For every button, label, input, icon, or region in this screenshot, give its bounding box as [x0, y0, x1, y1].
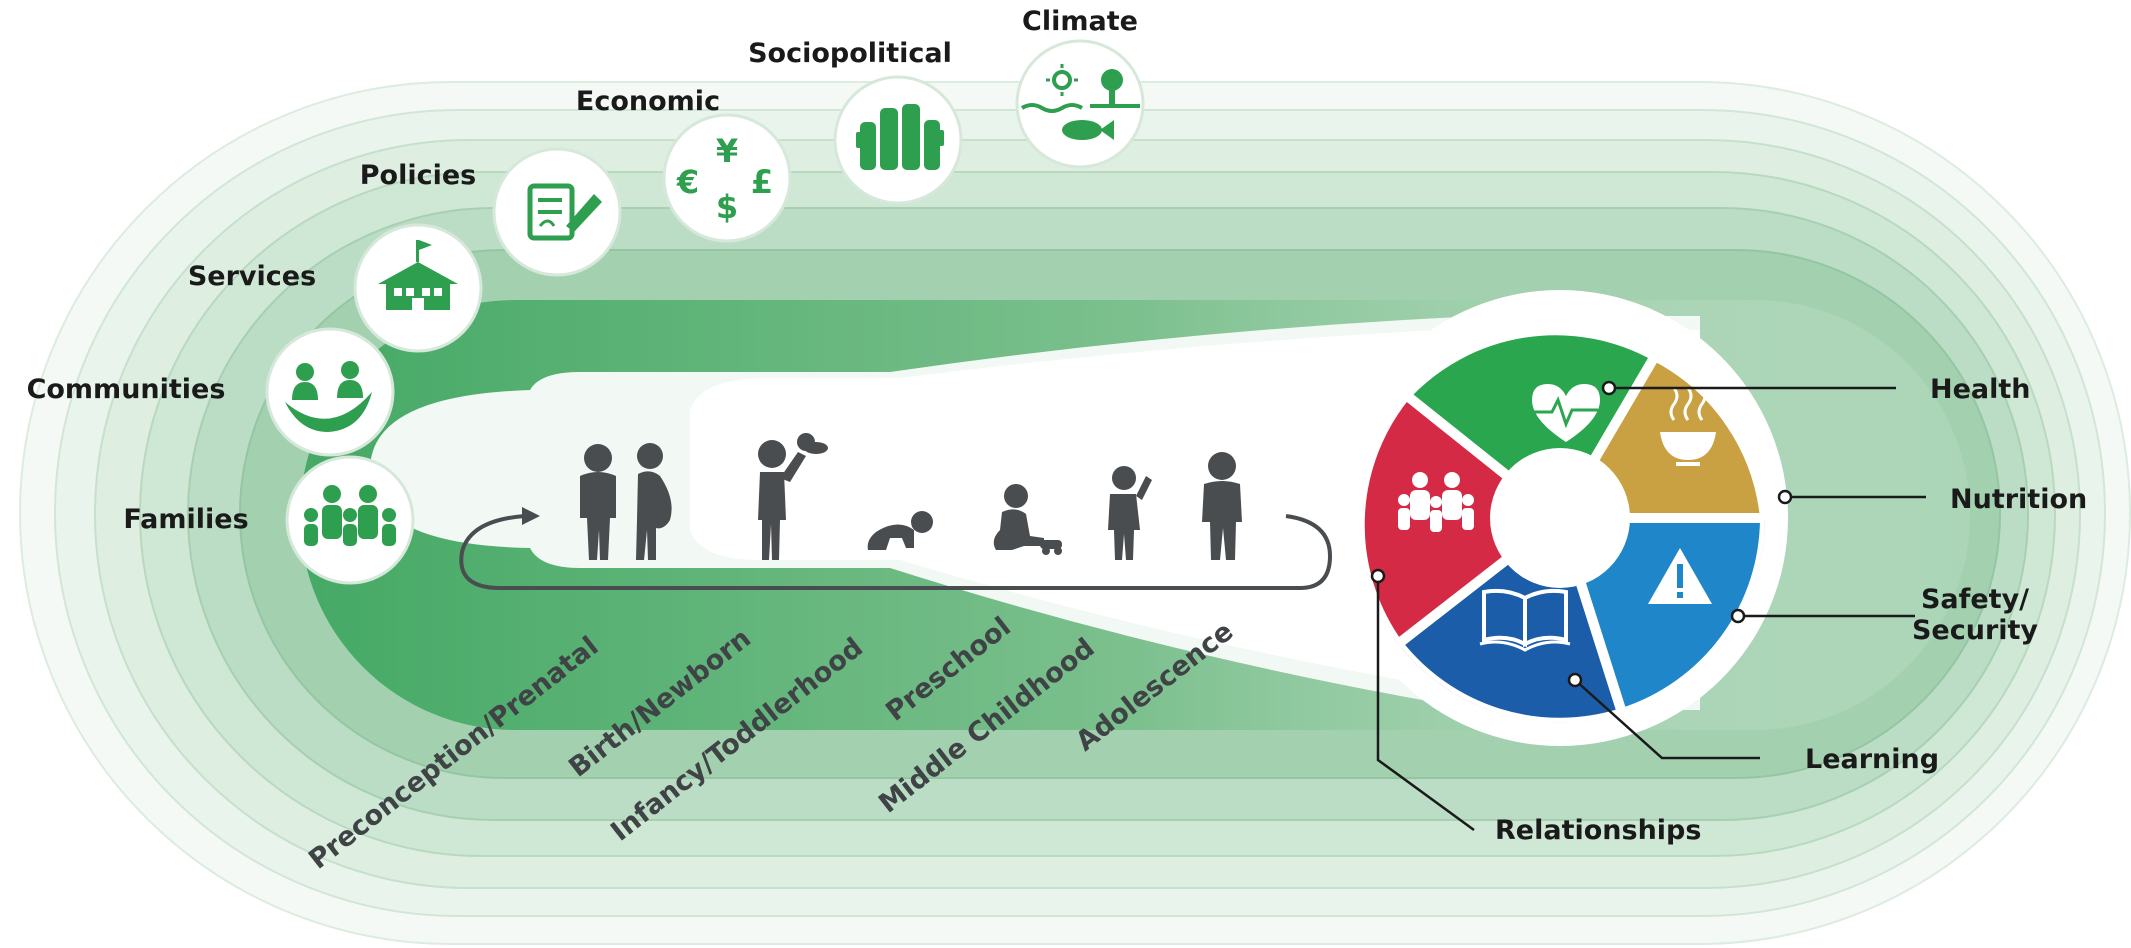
school-building-icon: [353, 223, 483, 353]
domain-wheel: [1332, 290, 1788, 746]
domain-label-learning: Learning: [1805, 744, 1939, 775]
preschooler-figure: [993, 484, 1062, 555]
warning-icon: [1648, 548, 1712, 604]
callout-dot-safety: [1730, 608, 1746, 624]
heart-monitor-icon: [1532, 384, 1600, 442]
level-label-families: Families: [123, 504, 248, 535]
domain-label-nutrition: Nutrition: [1950, 484, 2087, 515]
community-icon: [265, 327, 395, 457]
policy-document-icon: [492, 147, 622, 277]
callout-lines: [1370, 380, 1926, 832]
family-icon: [285, 455, 415, 585]
level-label-policies: Policies: [360, 160, 477, 191]
family-group-icon: [1398, 472, 1474, 532]
climate-icon: [1015, 39, 1145, 169]
currency-icon: ¥ € £ $: [662, 113, 792, 243]
level-label-climate: Climate: [1022, 6, 1138, 37]
yen-symbol: ¥: [716, 132, 738, 170]
adolescent-figure: [1202, 452, 1242, 560]
open-book-icon: [1479, 588, 1571, 652]
domain-label-health: Health: [1930, 374, 2031, 405]
callout-dot-learning: [1567, 672, 1583, 688]
domain-label-safety-line1: Safety/: [1921, 584, 2029, 615]
infant-figure: [867, 511, 933, 550]
pound-symbol: £: [751, 163, 773, 201]
level-label-communities: Communities: [27, 374, 226, 405]
wheel-segment-health: [1401, 325, 1660, 523]
life-course-cycle-arrow: [459, 514, 1333, 590]
euro-symbol: €: [676, 163, 699, 201]
callout-dot-health: [1601, 380, 1617, 396]
raised-hands-icon: [833, 75, 963, 205]
callout-dot-relationships: [1370, 568, 1386, 584]
parents-figure: [580, 443, 672, 560]
domain-label-safety-line2: Security: [1912, 615, 2038, 646]
life-stage-figures: [580, 433, 1242, 560]
level-label-sociopolitical: Sociopolitical: [748, 38, 952, 69]
cycle-arrowhead: [522, 507, 540, 525]
wheel-hub: [1490, 448, 1630, 588]
dollar-symbol: $: [716, 188, 738, 226]
callout-dot-nutrition: [1777, 489, 1793, 505]
newborn-figure: [758, 433, 828, 560]
domain-label-relationships: Relationships: [1495, 815, 1701, 846]
steaming-bowl-icon: [1660, 387, 1716, 466]
level-label-services: Services: [188, 261, 316, 292]
wheel-segment-relationships: [1355, 390, 1565, 649]
school-age-child-figure: [1108, 466, 1152, 560]
level-label-economic: Economic: [576, 86, 720, 117]
